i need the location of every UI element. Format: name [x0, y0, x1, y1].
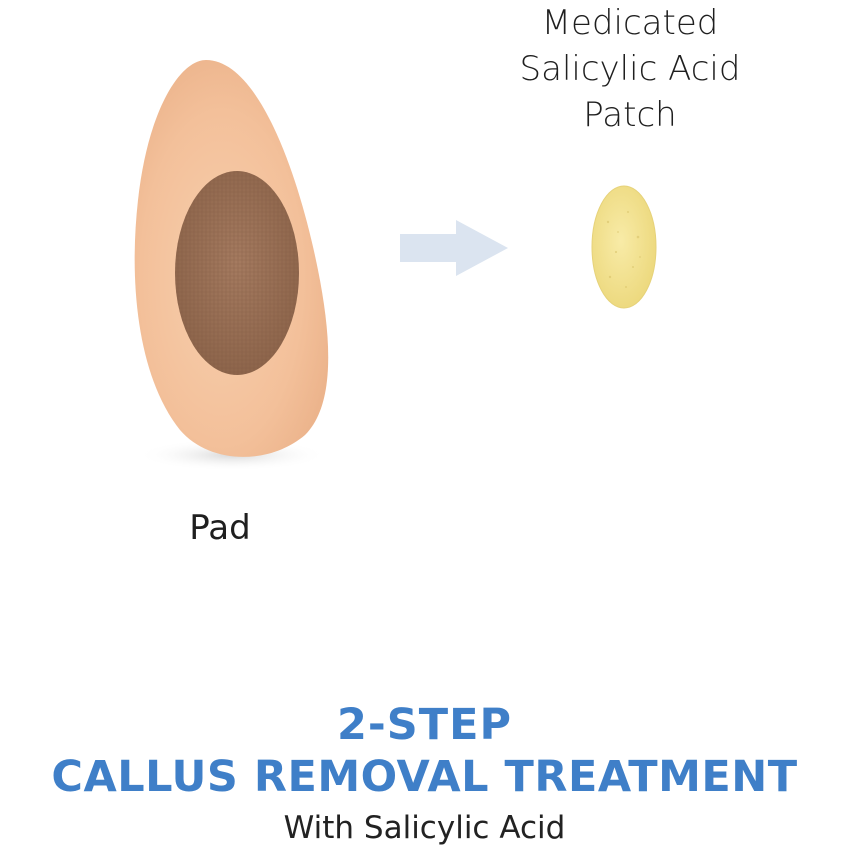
subheadline: With Salicylic Acid: [283, 810, 566, 846]
headline-line-1: 2-STEP: [337, 700, 512, 750]
patch-image: [591, 185, 657, 309]
patch-label-line-2: Salicylic Acid: [519, 49, 741, 89]
arrow-right-icon: [400, 220, 508, 276]
patch-label: Medicated Salicylic Acid Patch: [470, 0, 790, 138]
pad-label: Pad: [189, 508, 251, 548]
headline-line-2: CALLUS REMOVAL TREATMENT: [51, 752, 798, 802]
pad-image: [134, 60, 329, 471]
patch-label-line-1: Medicated: [541, 3, 719, 43]
patch-label-line-3: Patch: [583, 95, 677, 135]
